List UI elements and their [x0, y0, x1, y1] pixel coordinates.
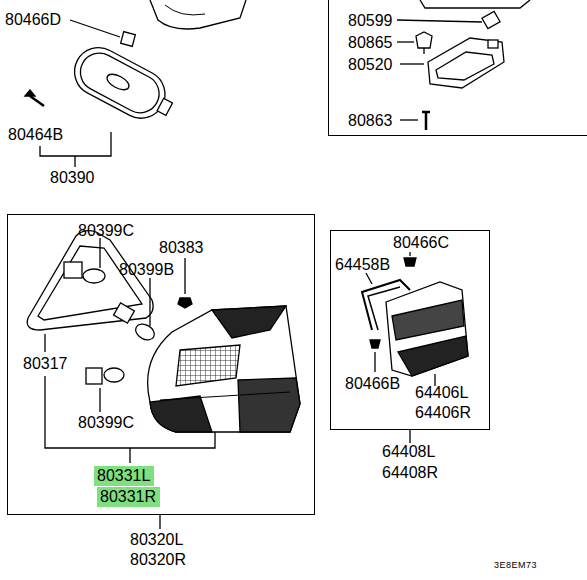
callout-number: 80464B — [8, 126, 63, 144]
callout-number: 80399B — [119, 261, 174, 279]
highlight-box: 80331L — [94, 466, 154, 486]
callout-number: 64406L — [415, 384, 468, 402]
callout-number: 80865 — [348, 34, 393, 52]
callout-number: 80331L — [97, 467, 150, 485]
callout-number: 64406R — [415, 404, 471, 422]
callout-number: 80863 — [348, 112, 393, 130]
callout-number: 80320R — [130, 551, 186, 569]
callout-number: 80466B — [345, 375, 400, 393]
callout-number: 80317 — [23, 355, 68, 373]
group-box: 80599 80865 80520 80863 — [328, 0, 587, 136]
callout-number: 80331R — [100, 488, 156, 506]
drawing-code: 3E8EM73 — [494, 560, 537, 570]
callout-number: 80390 — [50, 169, 95, 187]
callout-number: 80520 — [348, 56, 393, 74]
callout-number: 80383 — [159, 239, 204, 257]
callout-number: 80320L — [130, 531, 183, 549]
callout-number: 64408R — [382, 464, 438, 482]
callout-number: 64408L — [382, 443, 435, 461]
callout-number: 80399C — [78, 414, 134, 432]
callout-number: 80466D — [5, 11, 61, 29]
callout-number: 80399C — [78, 222, 134, 240]
callout-number: 64458B — [335, 256, 390, 274]
callout-number: 80466C — [393, 234, 449, 252]
group-box: 80399C 80383 80399B 80317 80399C 80331L 80331R — [7, 214, 315, 515]
callout-number: 80599 — [348, 12, 393, 30]
group-box: 80466C64458B 80466B 64406L 64406R — [330, 230, 490, 430]
highlight-box: 80331R — [97, 487, 160, 507]
